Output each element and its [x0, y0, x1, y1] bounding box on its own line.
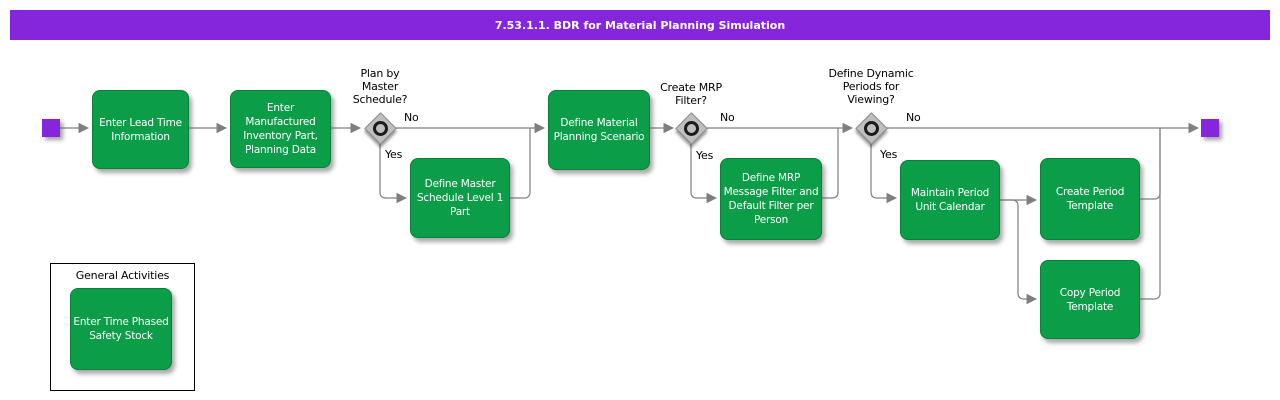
task-label: Maintain Period Unit Calendar	[910, 187, 990, 213]
task-enter-lead-time[interactable]: Enter Lead Time Information	[92, 90, 189, 169]
gateway-plan-by-master-schedule	[364, 112, 397, 145]
task-define-material-planning-scenario[interactable]: Define Material Planning Scenario	[548, 90, 650, 170]
task-label: Enter Manufactured Inventory Part, Plann…	[243, 102, 318, 156]
task-label: Define Material Planning Scenario	[553, 117, 645, 143]
gateway-question-create-mrp-filter: Create MRP Filter?	[660, 81, 722, 107]
task-label: Enter Time Phased Safety Stock	[73, 316, 169, 342]
task-enter-time-phased-safety-stock[interactable]: Enter Time Phased Safety Stock	[70, 288, 172, 370]
branch-label-yes: Yes	[696, 149, 714, 162]
task-define-master-schedule[interactable]: Define Master Schedule Level 1 Part	[410, 158, 510, 238]
task-maintain-period-unit-calendar[interactable]: Maintain Period Unit Calendar	[900, 160, 1000, 240]
gateway-define-dynamic-periods	[855, 112, 888, 145]
task-copy-period-template[interactable]: Copy Period Template	[1040, 260, 1140, 339]
branch-label-no: No	[720, 111, 735, 124]
flow-calendar-to-copy	[1000, 199, 1038, 305]
title-bar: 7.53.1.1. BDR for Material Planning Simu…	[10, 10, 1270, 40]
end-event	[1201, 119, 1219, 137]
gateway-circle-icon	[684, 121, 699, 136]
task-label: Define MRP Message Filter and Default Fi…	[723, 172, 819, 226]
task-label: Create Period Template	[1055, 186, 1125, 212]
task-define-mrp-message-filter[interactable]: Define MRP Message Filter and Default Fi…	[720, 158, 822, 240]
group-label: General Activities	[75, 269, 170, 282]
flow-mrp-filter-merge	[822, 128, 839, 199]
task-label: Copy Period Template	[1059, 286, 1121, 313]
task-label: Enter Lead Time Information	[99, 116, 182, 143]
gateway-create-mrp-filter	[675, 112, 708, 145]
branch-label-no: No	[404, 111, 419, 124]
task-create-period-template[interactable]: Create Period Template	[1040, 158, 1140, 240]
start-event	[42, 119, 60, 137]
task-label: Define Master Schedule Level 1 Part	[416, 178, 504, 218]
gateway-question-define-dynamic-periods: Define Dynamic Periods for Viewing?	[828, 67, 914, 106]
gateway-circle-icon	[373, 121, 388, 136]
flow-master-schedule-merge	[510, 128, 531, 199]
flow-create-template-merge	[1140, 128, 1161, 200]
branch-label-yes: Yes	[880, 148, 898, 161]
task-enter-manufactured-part[interactable]: Enter Manufactured Inventory Part, Plann…	[230, 90, 331, 168]
gateway-circle-icon	[864, 121, 879, 136]
gateway-question-plan-by-master-schedule: Plan by Master Schedule?	[352, 67, 408, 106]
flow-copy-template-merge	[1140, 128, 1161, 300]
branch-label-no: No	[906, 111, 921, 124]
branch-label-yes: Yes	[385, 148, 403, 161]
diagram-title: 7.53.1.1. BDR for Material Planning Simu…	[494, 18, 786, 32]
